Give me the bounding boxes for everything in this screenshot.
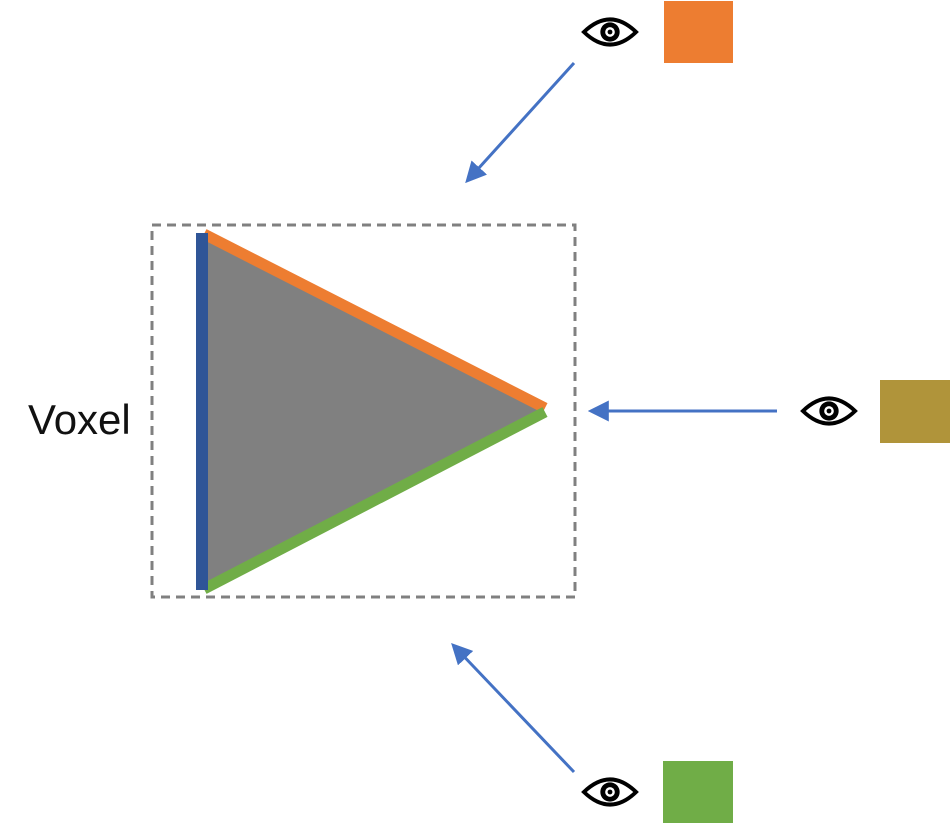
triangle-top-edge <box>201 229 548 413</box>
eye-icon <box>800 396 858 426</box>
eye-icon <box>581 777 639 807</box>
bottom-view-arrow <box>451 642 576 774</box>
eye-icon <box>581 17 639 47</box>
top-view-arrow <box>465 61 576 184</box>
right-color-swatch <box>880 380 950 443</box>
top-color-swatch <box>664 1 733 63</box>
bottom-viewer <box>581 761 733 823</box>
right-viewer <box>800 380 950 443</box>
voxel-label: Voxel <box>28 396 131 443</box>
voxel-box <box>150 223 577 599</box>
bottom-color-swatch <box>663 761 733 823</box>
triangle <box>202 233 545 590</box>
triangle-bottom-edge <box>201 407 548 594</box>
top-viewer <box>581 1 733 63</box>
